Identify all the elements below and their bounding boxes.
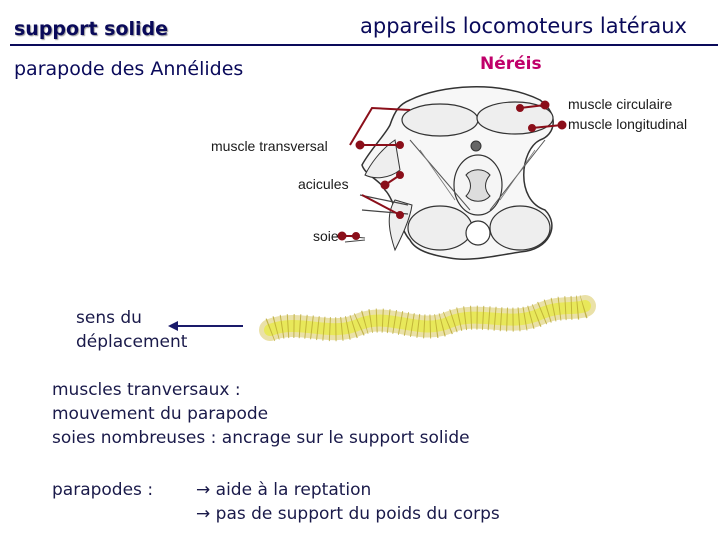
direction-line-1: sens du bbox=[76, 306, 187, 330]
direction-label: sens du déplacement bbox=[76, 306, 187, 354]
text-line-3: soies nombreuses : ancrage sur le suppor… bbox=[52, 426, 470, 450]
parapodes-items: → aide à la reptation → pas de support d… bbox=[196, 478, 500, 526]
label-muscle-transversal: muscle transversal bbox=[211, 138, 328, 154]
text-line-2: mouvement du parapode bbox=[52, 402, 470, 426]
label-soie: soie bbox=[313, 228, 339, 244]
direction-line-2: déplacement bbox=[76, 330, 187, 354]
text-line-1: muscles tranversaux : bbox=[52, 378, 470, 402]
label-muscle-longitudinal: muscle longitudinal bbox=[568, 116, 687, 132]
parapodes-item-2: → pas de support du poids du corps bbox=[196, 502, 500, 526]
label-muscle-circulaire: muscle circulaire bbox=[568, 96, 672, 112]
muscles-text: muscles tranversaux : mouvement du parap… bbox=[52, 378, 470, 450]
parapodes-label: parapodes : bbox=[52, 478, 153, 502]
label-acicules: acicules bbox=[298, 176, 349, 192]
parapodes-item-1: → aide à la reptation bbox=[196, 478, 500, 502]
